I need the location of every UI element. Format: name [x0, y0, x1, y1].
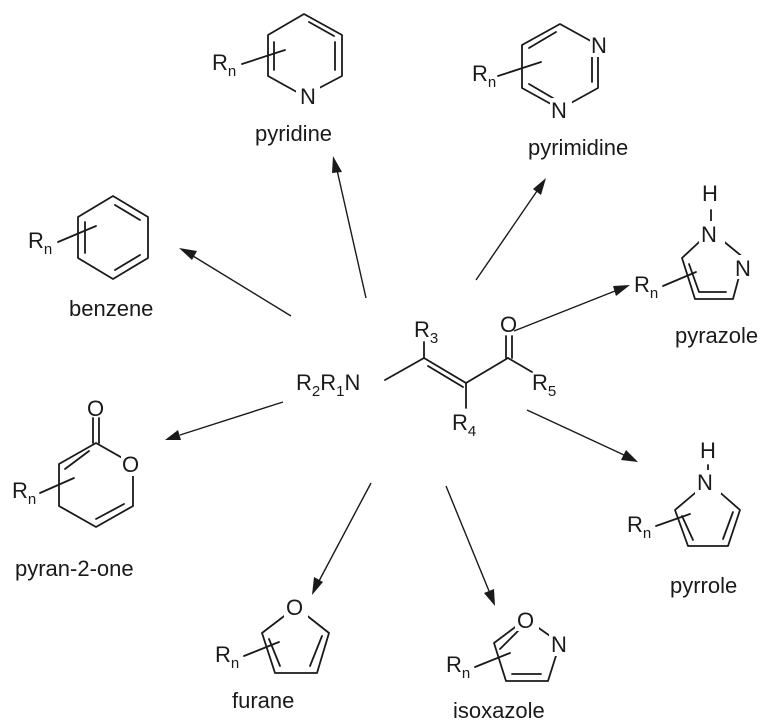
- pyrimidine-n-2: N: [551, 98, 567, 123]
- isoxazole-o: O: [517, 608, 534, 633]
- arrow-to-pyridine: [332, 156, 367, 299]
- isoxazole-rn: Rn: [446, 652, 470, 682]
- benzene-structure: Rn benzene: [28, 195, 153, 321]
- pyrazole-label: pyrazole: [675, 323, 758, 348]
- pyrazole-structure: H N N Rn pyrazole: [634, 181, 758, 348]
- pyrimidine-n-1: N: [591, 33, 607, 58]
- r5-label: R5: [532, 370, 556, 400]
- r4-label: R4: [452, 410, 476, 440]
- pyrazole-n: N: [735, 256, 751, 281]
- rn-bond: [497, 61, 542, 77]
- arrow-to-pyrazole: [513, 285, 630, 332]
- pyridine-label: pyridine: [255, 121, 332, 146]
- pyran-2-one-structure: O O Rn pyran-2-one: [12, 396, 145, 581]
- pyrimidine-rn: Rn: [472, 61, 496, 91]
- rn-bond: [474, 652, 511, 668]
- pyrazole-rn: Rn: [634, 272, 658, 302]
- rn-bond: [243, 641, 280, 657]
- pyrazole-nh: N: [701, 222, 717, 247]
- bond-c-c-double-outer: [423, 357, 467, 384]
- arrow-to-pyrrole: [526, 409, 638, 462]
- central-enaminone: R2R1N R3 O R5 R4: [296, 312, 556, 440]
- arrow-to-furane: [312, 482, 372, 595]
- arrow-to-pyran-2-one: [165, 401, 284, 440]
- isoxazole-label: isoxazole: [453, 698, 545, 722]
- carbonyl-oxygen: O: [500, 312, 517, 337]
- isoxazole-structure: O N Rn isoxazole: [446, 607, 573, 723]
- pyrrole-label: pyrrole: [670, 573, 737, 598]
- amine-label: R2R1N: [296, 370, 360, 400]
- rn-bond: [57, 225, 97, 243]
- furane-structure: O Rn furane: [215, 594, 330, 713]
- bond-c-c-double-inner: [427, 365, 464, 388]
- bond-n-c: [384, 357, 425, 381]
- rn-bond: [241, 49, 286, 65]
- furane-rn: Rn: [215, 642, 239, 672]
- pyrrole-h: H: [700, 438, 716, 463]
- isoxazole-n: N: [551, 632, 567, 657]
- arrow-to-benzene: [179, 248, 292, 317]
- benzene-label: benzene: [69, 296, 153, 321]
- pyrrole-n: N: [697, 470, 713, 495]
- furane-label: furane: [232, 688, 294, 713]
- rn-bond: [662, 271, 697, 287]
- furane-o: O: [286, 595, 303, 620]
- benzene-rn: Rn: [28, 228, 52, 258]
- pyrazole-h: H: [702, 181, 718, 206]
- pyran-carbonyl-o: O: [87, 396, 104, 421]
- pyrrole-structure: H N Rn pyrrole: [627, 438, 741, 598]
- pyridine-structure: N Rn pyridine: [212, 13, 343, 146]
- bond-c-r5: [507, 357, 533, 373]
- arrow-to-isoxazole: [445, 485, 495, 606]
- pyrimidine-label: pyrimidine: [528, 135, 628, 160]
- pyrrole-rn: Rn: [627, 512, 651, 542]
- pyridine-n: N: [300, 84, 316, 109]
- pyridine-rn: Rn: [212, 50, 236, 80]
- pyrimidine-structure: N N Rn pyrimidine: [472, 23, 628, 160]
- pyran-2-one-label: pyran-2-one: [15, 556, 134, 581]
- pyran-ring-o: O: [122, 452, 139, 477]
- rn-bond: [39, 477, 75, 494]
- reaction-arrows: [165, 156, 638, 606]
- arrow-to-pyrimidine: [475, 178, 546, 281]
- pyran-rn: Rn: [12, 478, 36, 508]
- rn-bond: [655, 513, 691, 527]
- bond-c-carbonyl: [465, 357, 509, 384]
- r3-label: R3: [414, 317, 438, 347]
